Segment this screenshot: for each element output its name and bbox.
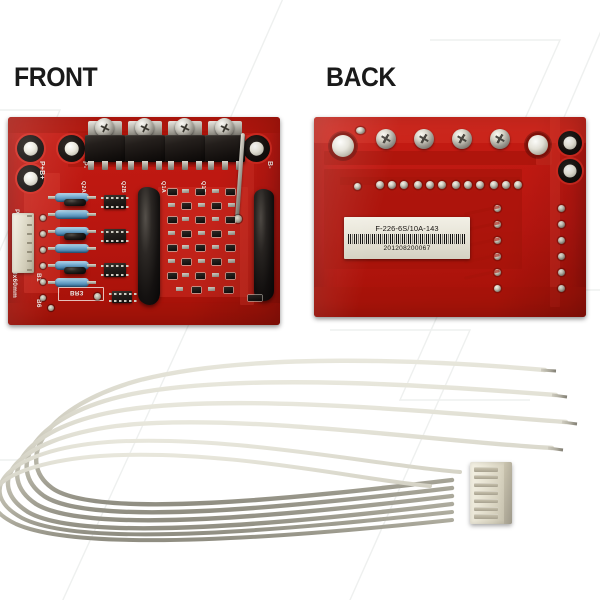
back-screw-joint-1 <box>376 129 396 149</box>
back-balance-joint-r2 <box>558 221 565 228</box>
balance-resistor-2 <box>48 210 96 219</box>
mosfet-leads <box>88 161 122 170</box>
connector-latch <box>504 462 512 524</box>
epoxy-strip-right <box>254 189 274 301</box>
back-lead-joints-4 <box>490 181 522 189</box>
via-balance-2 <box>40 231 46 237</box>
bottom-smd <box>248 295 262 301</box>
back-terminal-pad-upper <box>558 131 582 155</box>
balance-resistor-3 <box>48 227 96 236</box>
balance-resistor-5 <box>48 261 96 270</box>
back-terminal-pad-lower <box>558 159 582 183</box>
silk-mosfet-ref-1: Q2B <box>120 181 126 193</box>
wire-harness <box>0 358 578 543</box>
mosfet-q2a <box>84 118 126 170</box>
mosfet-leads <box>128 161 162 170</box>
balance-ic-3 <box>101 263 129 277</box>
mosfet-q1a <box>164 118 206 170</box>
via-bottom-center <box>48 305 54 311</box>
back-lead-joints-3 <box>452 181 484 189</box>
bottom-ic <box>109 291 137 303</box>
back-balance-joint-l6 <box>494 285 501 292</box>
back-lead-joints-2 <box>414 181 446 189</box>
mounting-screw-icon <box>135 118 154 137</box>
via-bottom-left <box>94 293 101 300</box>
smd-component-grid <box>166 187 250 305</box>
caption-back: BACK <box>326 62 396 92</box>
balance-connector-header <box>12 213 34 273</box>
pcb-front: P+B+ P- B- PCM-L07S 80x60mm B1 B6 Q2A Q2… <box>8 117 280 325</box>
silk-br3-label: BR3 <box>70 289 84 296</box>
connector-pin-slots <box>474 467 498 519</box>
silk-outline-br3 <box>58 287 104 301</box>
balance-resistor-1 <box>48 193 96 202</box>
mosfet-body <box>165 135 205 162</box>
via-balance-3 <box>40 247 46 253</box>
mosfet-body <box>85 135 125 162</box>
pad-b-minus <box>243 135 270 162</box>
back-screw-joint-2 <box>414 129 434 149</box>
label-barcode-icon <box>348 233 466 244</box>
via-wire-link <box>234 215 242 223</box>
back-mount-pad-left <box>332 135 354 157</box>
mosfet-leads <box>168 161 202 170</box>
mounting-screw-icon <box>215 118 234 137</box>
mosfet-q2b <box>124 118 166 170</box>
balance-resistor-6 <box>48 278 96 287</box>
back-lead-joints-1 <box>376 181 408 189</box>
via-balance-6 <box>40 295 46 301</box>
back-joint-left-small <box>354 183 361 190</box>
harness-jst-connector <box>470 462 512 524</box>
back-balance-joint-r6 <box>558 285 565 292</box>
back-screw-joint-4 <box>490 129 510 149</box>
via-balance-5 <box>40 279 46 285</box>
epoxy-strip-center <box>138 187 160 305</box>
mounting-screw-icon <box>95 118 114 137</box>
diode-body-1 <box>64 199 86 206</box>
back-balance-joint-r1 <box>558 205 565 212</box>
pcb-back: F-226-6S/10A-143 201208200067 <box>314 117 586 317</box>
back-balance-joint-r5 <box>558 269 565 276</box>
mounting-screw-icon <box>175 118 194 137</box>
label-part-number: F-226-6S/10A-143 <box>375 223 439 233</box>
diode-body-3 <box>64 267 86 274</box>
balance-ic-2 <box>101 229 129 243</box>
back-screw-joint-3 <box>452 129 472 149</box>
back-mount-pad-mid <box>528 135 548 155</box>
mosfet-leads <box>208 161 242 170</box>
connector-slots <box>27 215 32 271</box>
balance-ic-1 <box>101 195 129 209</box>
back-solder-blob-top <box>356 127 365 134</box>
silk-p-plus-b-plus: P+B+ <box>38 161 45 180</box>
back-balance-joint-r4 <box>558 253 565 260</box>
via-balance-1 <box>40 215 46 221</box>
balance-resistor-4 <box>48 244 96 253</box>
product-label: F-226-6S/10A-143 201208200067 <box>344 217 470 259</box>
diode-body-2 <box>64 233 86 240</box>
caption-front: FRONT <box>14 62 98 92</box>
back-balance-joint-r3 <box>558 237 565 244</box>
pad-p-plus-b-plus-lower <box>17 165 44 192</box>
pad-p-minus <box>58 135 85 162</box>
silk-b-minus: B- <box>266 161 273 169</box>
silk-mosfet-ref-0: Q2A <box>80 181 86 193</box>
label-serial-number: 201208200067 <box>383 244 431 252</box>
via-balance-4 <box>40 263 46 269</box>
mosfet-body <box>125 135 165 162</box>
pad-p-plus-b-plus-upper <box>17 135 44 162</box>
